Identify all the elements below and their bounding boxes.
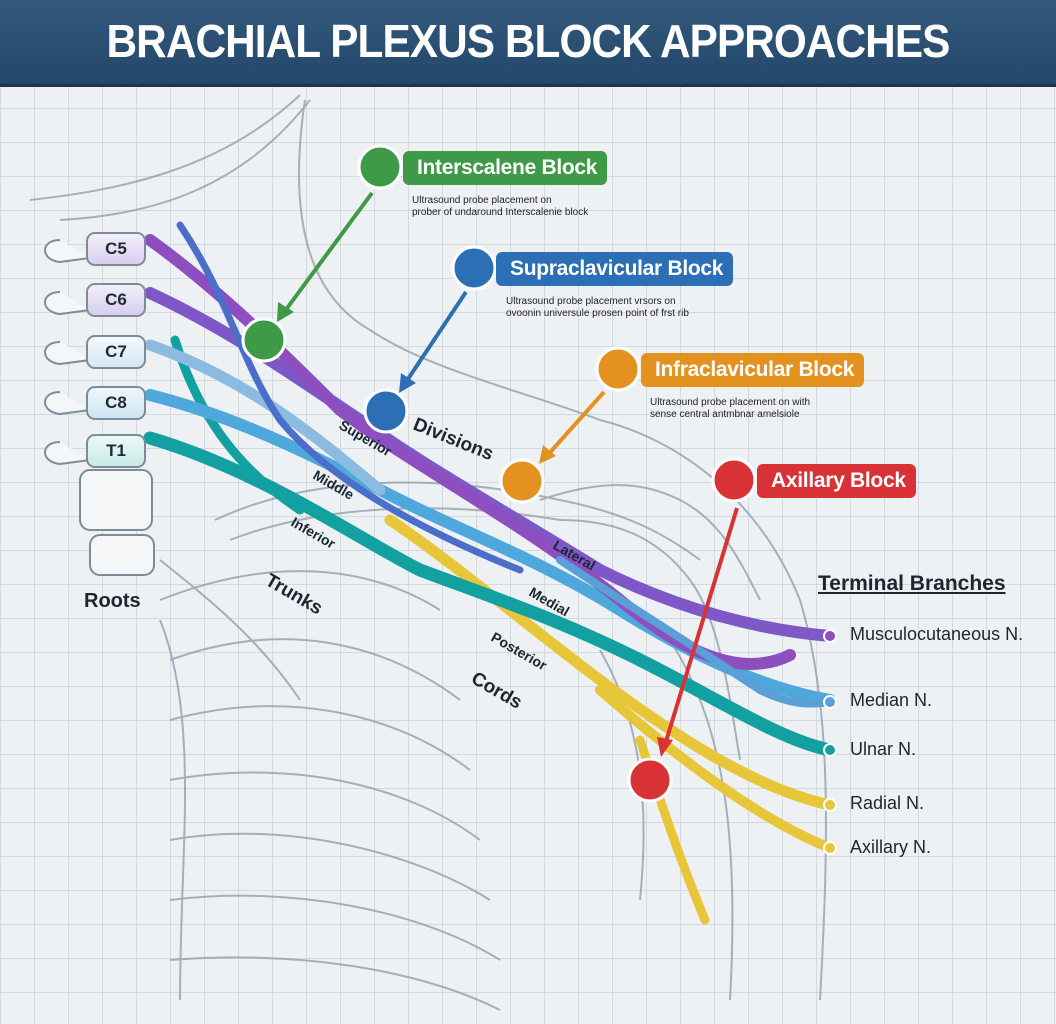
target-circles bbox=[241, 144, 757, 803]
axillary-arrow bbox=[662, 507, 739, 749]
section-label-roots: Roots bbox=[84, 590, 141, 612]
title-bar: BRACHIAL PLEXUS BLOCK APPROACHES bbox=[0, 0, 1056, 87]
terminal-musculocutaneous: Musculocutaneous N. bbox=[850, 624, 1024, 644]
infraclavicular-badge bbox=[595, 346, 641, 392]
nerve-c8 bbox=[144, 389, 836, 706]
axillary-target bbox=[627, 757, 673, 803]
infraclavicular-description-line-2: sense central antmbnar amelsiole bbox=[650, 409, 800, 420]
root-label-c7: C7 bbox=[86, 335, 146, 369]
supraclavicular-block-label: Supraclavicular Block bbox=[496, 252, 734, 286]
nerve-posterior-cord bbox=[384, 514, 836, 811]
page-title: BRACHIAL PLEXUS BLOCK APPROACHES bbox=[106, 15, 951, 67]
supraclavicular-description: Ultrasound probe placement vrsors on ovo… bbox=[506, 296, 689, 320]
nerve-lateral-to-median bbox=[556, 556, 834, 708]
axillary-block-label: Axillary Block bbox=[757, 464, 916, 498]
nerve-inferior-extra bbox=[170, 335, 305, 515]
supraclavicular-description-line-2: ovoonin universule prosen point of frst … bbox=[506, 308, 689, 319]
axillary-badge bbox=[711, 457, 757, 503]
nerve-t1 bbox=[143, 431, 837, 757]
infraclavicular-target bbox=[499, 458, 545, 504]
interscalene-description-line-1: Ultrasound probe placement on bbox=[412, 195, 552, 206]
block-arrows bbox=[277, 191, 739, 757]
supraclavicular-arrow bbox=[402, 290, 468, 387]
terminal-median: Median N. bbox=[850, 690, 933, 710]
interscalene-description-line-2: prober of undaround Interscalenie block bbox=[412, 207, 589, 218]
interscalene-block-label: Interscalene Block bbox=[403, 151, 608, 185]
section-label-terminal: Terminal Branches bbox=[818, 572, 1006, 595]
root-label-c8: C8 bbox=[86, 386, 146, 420]
root-label-c6: C6 bbox=[86, 283, 146, 317]
terminal-markers bbox=[823, 629, 837, 855]
interscalene-arrow bbox=[280, 191, 374, 317]
root-label-c5: C5 bbox=[86, 232, 146, 266]
interscalene-target bbox=[241, 317, 287, 363]
terminal-axillary: Axillary N. bbox=[850, 837, 932, 857]
nerve-c7 bbox=[144, 339, 386, 496]
supraclavicular-badge bbox=[451, 245, 497, 291]
supraclavicular-target bbox=[363, 388, 409, 434]
terminal-ulnar: Ulnar N. bbox=[850, 739, 917, 759]
terminal-radial: Radial N. bbox=[850, 793, 925, 813]
root-label-t1: T1 bbox=[86, 434, 146, 468]
nerve-supraclavicular-strand bbox=[176, 221, 524, 574]
interscalene-badge bbox=[357, 144, 403, 190]
infraclavicular-description: Ultrasound probe placement on with sense… bbox=[650, 397, 810, 421]
spine bbox=[44, 239, 155, 576]
infraclavicular-arrow bbox=[543, 390, 606, 460]
infraclavicular-block-label: Infraclavicular Block bbox=[641, 353, 865, 387]
nerve-axillary-branch bbox=[595, 685, 835, 853]
infraclavicular-description-line-1: Ultrasound probe placement on with bbox=[650, 397, 811, 408]
supraclavicular-description-line-1: Ultrasound probe placement vrsors on bbox=[506, 296, 676, 307]
interscalene-description: Ultrasound probe placement on prober of … bbox=[412, 195, 588, 219]
